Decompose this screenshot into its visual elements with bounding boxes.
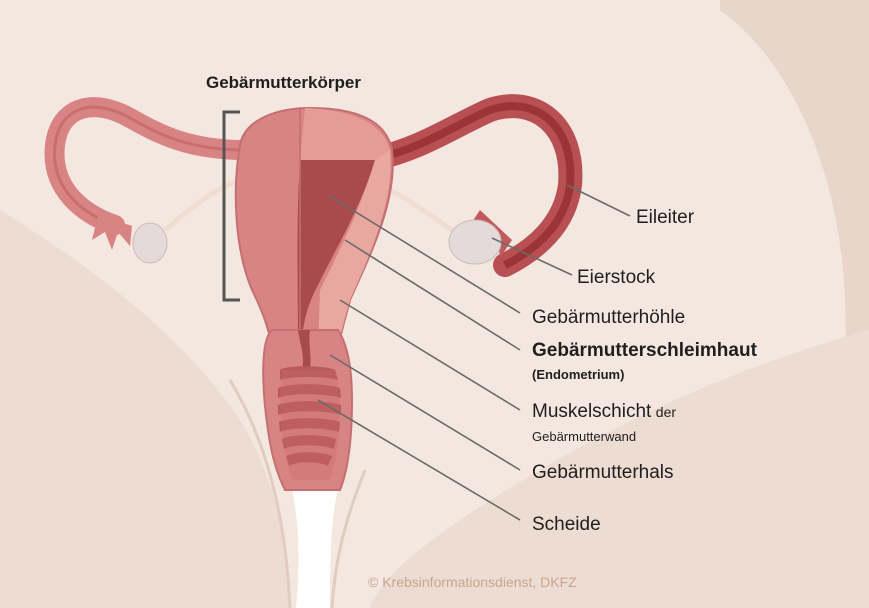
vagina-inner: [280, 370, 339, 480]
label-ovary: Eierstock: [577, 268, 655, 287]
leader-cervix: [330, 355, 520, 470]
left-fimbriae: [92, 215, 132, 250]
label-cervix: Gebärmutterhals: [532, 463, 674, 482]
label-muscle-layer: Muskelschicht der: [532, 402, 676, 421]
label-muscle-main: Muskelschicht: [532, 401, 651, 422]
muscle-layer-cut: [300, 108, 390, 160]
label-uterine-cavity: Gebärmutterhöhle: [532, 308, 685, 327]
left-ovarian-ligament: [165, 180, 240, 230]
label-fallopian-tube: Eileiter: [636, 208, 694, 227]
left-ovary: [133, 223, 167, 263]
label-endometrium: Gebärmutterschleimhaut: [532, 341, 757, 360]
copyright-credit: © Krebsinformationsdienst, DKFZ: [368, 574, 577, 590]
label-muscle-der: der: [656, 404, 676, 420]
label-uterus-body: Gebärmutterkörper: [206, 74, 361, 91]
label-vagina: Scheide: [532, 515, 601, 534]
label-muscle-sub: Gebärmutterwand: [532, 430, 636, 443]
label-endometrium-sub: (Endometrium): [532, 368, 624, 381]
leader-muscle: [340, 300, 520, 410]
right-ovarian-ligament: [380, 185, 455, 232]
right-ovary: [449, 220, 501, 264]
